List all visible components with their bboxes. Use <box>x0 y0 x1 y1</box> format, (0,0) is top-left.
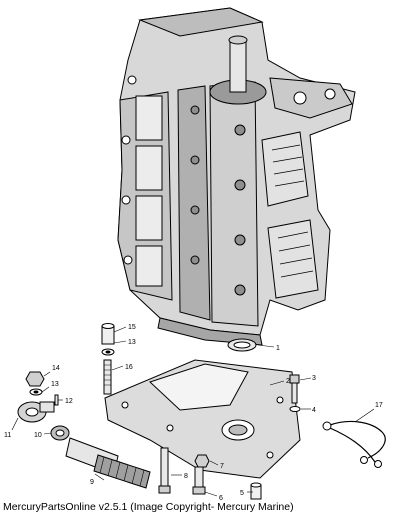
callout-14: 14 <box>52 365 60 372</box>
callout-9: 9 <box>90 479 94 486</box>
bushing-part-15 <box>101 323 115 345</box>
bolt-part-8 <box>158 447 171 494</box>
callout-6: 6 <box>219 495 223 502</box>
callout-7: 7 <box>220 463 224 470</box>
hose-part-9 <box>65 437 151 489</box>
callout-17: 17 <box>375 402 383 409</box>
callout-8: 8 <box>184 473 188 480</box>
end-cap-plate-part-2 <box>104 359 301 479</box>
callout-2: 2 <box>286 378 290 385</box>
cylinder-block-illustration <box>117 7 356 346</box>
callout-13-left: 13 <box>51 381 59 388</box>
callout-13-right: 13 <box>128 339 136 346</box>
callout-12: 12 <box>65 398 73 405</box>
callout-4: 4 <box>312 407 316 414</box>
seal-part-1 <box>227 338 257 352</box>
nut-part-14 <box>25 371 45 387</box>
bolt-part-6 <box>192 466 206 495</box>
clamp-part-11 <box>17 401 55 423</box>
callout-5: 5 <box>240 490 244 497</box>
wire-harness-part-17 <box>322 420 386 468</box>
washer-part-13-right <box>101 348 115 356</box>
washer-part-4 <box>289 406 301 412</box>
bolt-part-3 <box>289 374 300 404</box>
callout-1: 1 <box>276 345 280 352</box>
washer-part-13-left <box>29 388 43 396</box>
nut-part-10 <box>50 425 70 441</box>
stud-part-16 <box>103 359 112 395</box>
pin-part-5 <box>250 482 262 500</box>
callout-16: 16 <box>125 364 133 371</box>
callout-labels: 1 2 3 4 5 6 7 8 9 10 11 12 13 14 15 13 1… <box>4 324 383 502</box>
nut-part-7 <box>194 454 210 468</box>
callout-10: 10 <box>34 432 42 439</box>
callout-15: 15 <box>128 324 136 331</box>
image-copyright-caption: MercuryPartsOnline v2.5.1 (Image Copyrig… <box>3 501 294 513</box>
screw-part-12 <box>54 394 59 406</box>
callout-3: 3 <box>312 375 316 382</box>
callout-11: 11 <box>4 432 11 439</box>
leader-lines <box>11 326 375 497</box>
